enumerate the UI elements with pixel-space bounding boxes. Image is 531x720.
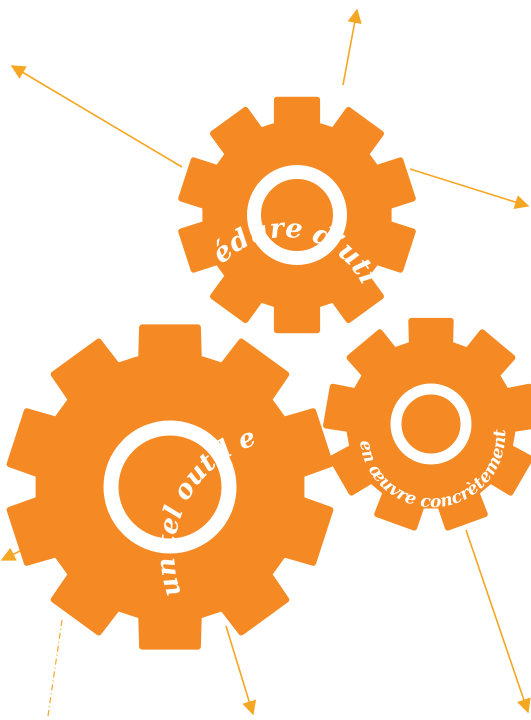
arrow-top-right xyxy=(409,168,530,209)
gear-right-ring xyxy=(390,383,472,465)
gear-left-ring xyxy=(103,420,237,554)
arrow-top-up xyxy=(342,8,362,86)
gear-right-shape xyxy=(323,317,531,531)
connector-arrows xyxy=(0,8,531,717)
gear-left-shape xyxy=(6,324,334,650)
arrow-right-down xyxy=(465,529,531,714)
gear-top-ring xyxy=(247,165,347,265)
arrow-top-left xyxy=(10,65,183,168)
gear-top-shape xyxy=(178,96,416,334)
dashed-guide-line xyxy=(47,619,63,717)
gear-top: La procédure d’utilisation xyxy=(0,0,416,334)
arrow-bottom xyxy=(225,625,257,716)
